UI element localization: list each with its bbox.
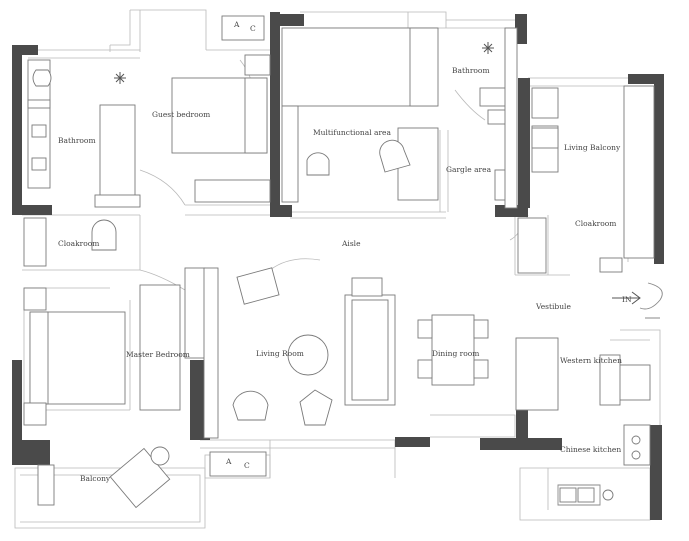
ceiling-fan-icon [114, 42, 494, 84]
room-labels: Guest bedroom Bathroom Bathroom Multifun… [58, 66, 622, 483]
ac-unit-bottom: A C [209, 451, 267, 477]
multifunctional-area-label: Multifunctional area [313, 128, 391, 137]
ac-label-c: C [250, 24, 256, 33]
furniture [23, 27, 655, 509]
cloakroom-right-label: Cloakroom [575, 219, 616, 228]
western-kitchen-label: Western kitchen [560, 356, 622, 365]
dining-room-label: Dining room [432, 349, 479, 358]
entrance-label: IN [622, 295, 632, 304]
living-room-label: Living Room [256, 349, 304, 358]
master-bedroom-label: Master Bedroom [126, 350, 190, 359]
bathroom-right-label: Bathroom [452, 66, 490, 75]
ac-label-c: C [244, 461, 250, 470]
living-balcony-label: Living Balcony [564, 143, 621, 152]
ac-unit-top: A C [221, 15, 265, 41]
ac-label-a: A [233, 20, 240, 29]
cloakroom-left-label: Cloakroom [58, 239, 99, 248]
entrance-marker: IN [612, 282, 663, 319]
bathroom-left-label: Bathroom [58, 136, 96, 145]
vestibule-label: Vestibule [535, 302, 571, 311]
chinese-kitchen-label: Chinese kitchen [560, 445, 621, 454]
gargle-area-label: Gargle area [446, 165, 492, 174]
ac-label-a: A [225, 457, 232, 466]
balcony-label: Balcony [80, 474, 111, 483]
aisle-label: Aisle [341, 239, 361, 248]
walls [12, 12, 664, 520]
guest-bedroom-label: Guest bedroom [152, 110, 210, 119]
